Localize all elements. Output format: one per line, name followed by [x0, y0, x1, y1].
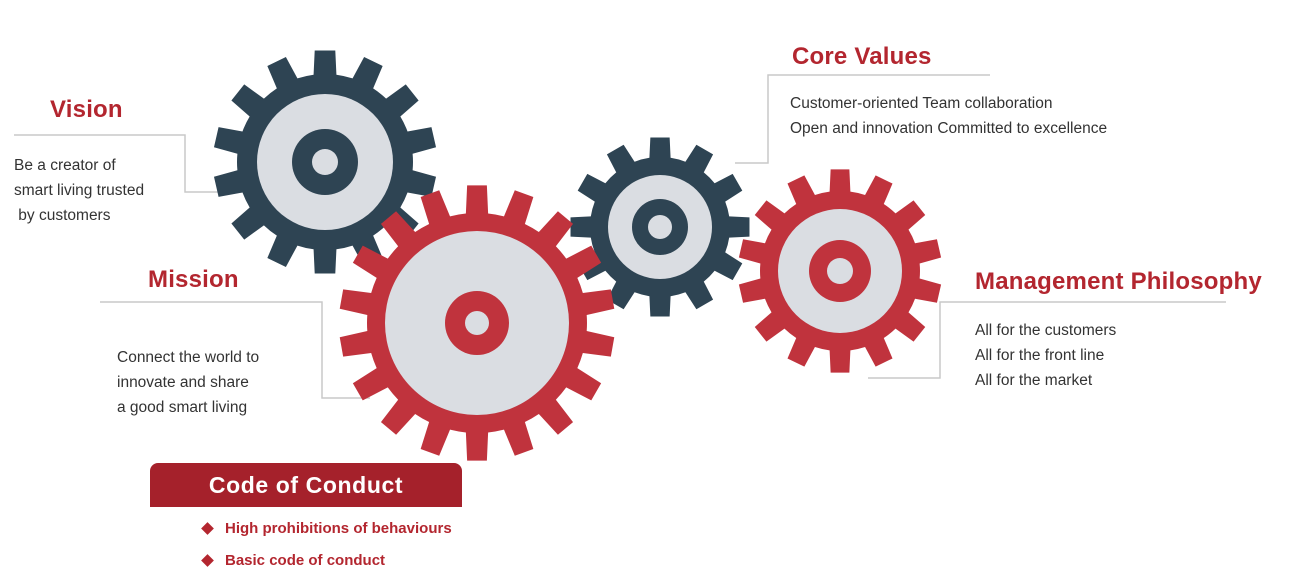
gear-vision: [213, 50, 437, 274]
code-of-conduct-banner: Code of Conduct: [150, 463, 462, 507]
gear-vision-axle: [312, 149, 338, 175]
management-philosophy-text: All for the customers All for the front …: [975, 318, 1116, 393]
core-values-leader-line: [735, 74, 990, 164]
gear-management-philosophy-axle: [827, 258, 853, 284]
management-philosophy-title: Management Philosophy: [975, 268, 1262, 295]
vision-title: Vision: [50, 96, 123, 123]
code-of-conduct-list: High prohibitions of behaviours Basic co…: [200, 515, 452, 579]
leader-lines: [14, 74, 1226, 399]
core-values-line: Customer-oriented Team collaboration: [790, 95, 1053, 112]
mission-line: innovate and share: [117, 374, 249, 391]
management-philosophy-line: All for the customers: [975, 322, 1117, 339]
gear-mission-axle: [465, 311, 489, 335]
vision-leader-line: [14, 134, 242, 193]
gear-core-values-axle: [648, 215, 672, 239]
gear-mission: [339, 185, 615, 461]
mission-title: Mission: [148, 266, 239, 293]
code-of-conduct-item-label: Basic code of conduct: [225, 551, 386, 569]
core-values-line: Open and innovation Committed to excelle…: [790, 120, 1108, 137]
mission-line: a good smart living: [117, 399, 248, 416]
core-values-title: Core Values: [792, 43, 932, 70]
gear-core-values: [570, 137, 750, 317]
diamond-bullet-icon: [201, 553, 214, 567]
vision-line: Be a creator of: [14, 157, 116, 174]
mission-line: Connect the world to: [117, 349, 260, 366]
vision-line: by customers: [14, 207, 111, 224]
gear-management-philosophy: [738, 169, 942, 373]
mission-text: Connect the world to innovate and share …: [117, 345, 259, 420]
management-philosophy-line: All for the front line: [975, 347, 1105, 364]
core-values-text: Customer-oriented Team collaboration Ope…: [790, 91, 1107, 141]
diamond-bullet-icon: [201, 521, 214, 535]
mission-leader-line: [100, 301, 370, 399]
vision-text: Be a creator of smart living trusted by …: [14, 153, 144, 228]
management-philosophy-line: All for the market: [975, 372, 1093, 389]
code-of-conduct-item: Basic code of conduct: [200, 547, 452, 573]
management-leader-line: [868, 301, 1226, 379]
vision-line: smart living trusted: [14, 182, 145, 199]
code-of-conduct-item: High prohibitions of behaviours: [200, 515, 452, 541]
code-of-conduct-item-label: High prohibitions of behaviours: [225, 519, 452, 537]
